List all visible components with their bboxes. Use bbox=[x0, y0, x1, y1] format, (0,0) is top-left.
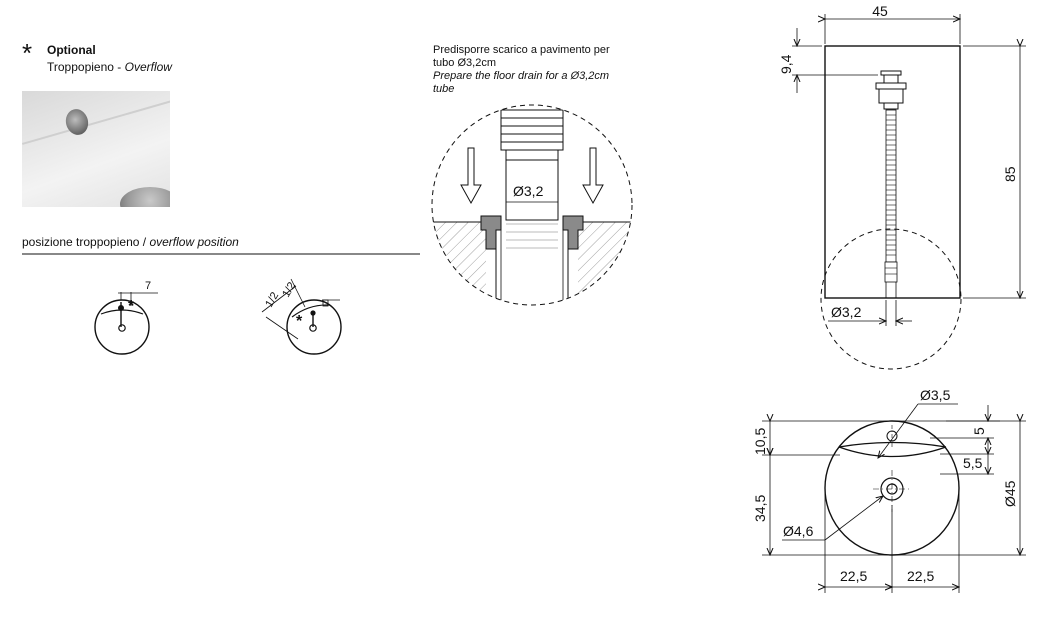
side-view bbox=[792, 14, 1026, 370]
side-top-dim: 9,4 bbox=[778, 54, 794, 74]
dim-7-label: 7 bbox=[145, 280, 151, 292]
overflow-hole-dim: Ø3,5 bbox=[920, 387, 951, 403]
side-width-dim: 45 bbox=[872, 3, 888, 19]
side-pipe-dim: Ø3,2 bbox=[831, 304, 862, 320]
overflow-position-label: posizione troppopieno / overflow positio… bbox=[22, 235, 239, 249]
optional-title: Optional bbox=[47, 43, 96, 57]
drain-pipe-dim: Ø3,2 bbox=[513, 183, 544, 199]
overflow-position-diagram-a: * bbox=[94, 292, 158, 355]
overflow-subtitle: Troppopieno - Overflow bbox=[47, 60, 172, 74]
overflow-position-diagram-b: * bbox=[261, 278, 342, 355]
drain-note-line2-en: tube bbox=[433, 83, 455, 95]
svg-text:*: * bbox=[296, 313, 303, 330]
top-view bbox=[762, 403, 1026, 593]
overflow-subtitle-it: Troppopieno - bbox=[47, 60, 125, 74]
side-height-dim: 85 bbox=[1002, 166, 1018, 182]
right-half-dim: 22,5 bbox=[907, 568, 934, 584]
dim-half-b-label: 1/2 bbox=[280, 280, 298, 299]
drain-note: Predisporre scarico a pavimento per tubo… bbox=[433, 44, 610, 96]
overflow-position-label-en: overflow position bbox=[149, 235, 239, 249]
overflow-position-label-it: posizione troppopieno / bbox=[22, 235, 150, 249]
dim-5: 5 bbox=[971, 427, 987, 435]
left-half-dim: 22,5 bbox=[840, 568, 867, 584]
overflow-subtitle-en: Overflow bbox=[124, 60, 172, 74]
drain-hole-dim: Ø4,6 bbox=[783, 523, 814, 539]
asterisk-icon: * bbox=[22, 38, 33, 68]
dim-5-5: 5,5 bbox=[963, 455, 983, 471]
overflow-photo bbox=[22, 91, 170, 207]
drain-note-line1-en: Prepare the floor drain for a Ø3,2cm bbox=[433, 70, 610, 82]
drain-note-line1-it: Predisporre scarico a pavimento per bbox=[433, 44, 610, 56]
dim-10-5: 10,5 bbox=[752, 428, 768, 455]
svg-text:*: * bbox=[128, 298, 135, 315]
floor-drain-detail bbox=[431, 104, 633, 306]
drain-note-line2-it: tubo Ø3,2cm bbox=[433, 57, 496, 69]
dim-half-a-label: 1/2 bbox=[263, 290, 281, 309]
top-diameter-dim: Ø45 bbox=[1002, 480, 1018, 507]
dim-34-5: 34,5 bbox=[752, 495, 768, 522]
